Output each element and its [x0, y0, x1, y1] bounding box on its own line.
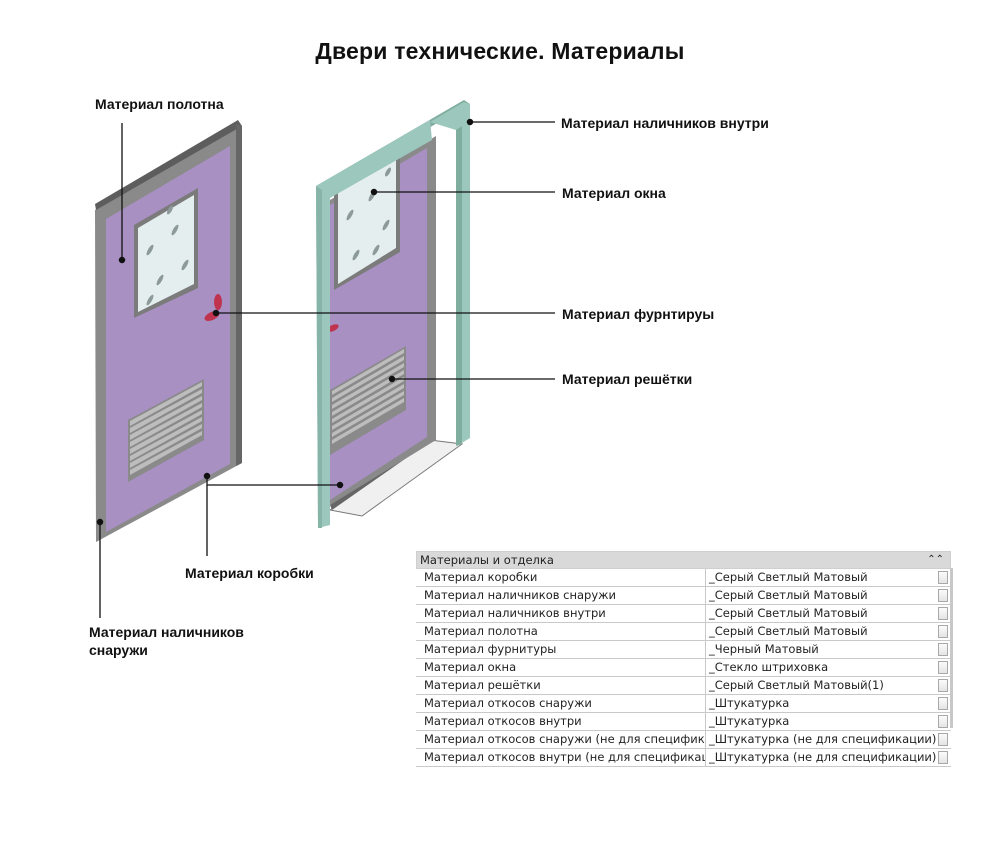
right-window-glass [338, 159, 396, 284]
left-door [95, 120, 242, 542]
collapse-icon[interactable]: ⌃⌃ [927, 554, 944, 565]
right-door-handle [327, 324, 339, 332]
property-name: Материал коробки [416, 569, 706, 586]
property-row[interactable]: Материал откосов внутри_Штукатурка [416, 713, 951, 731]
group-header-materials[interactable]: Материалы и отделка ⌃⌃ [416, 551, 951, 569]
property-value[interactable]: _Серый Светлый Матовый [709, 588, 868, 602]
property-name: Материал полотна [416, 623, 706, 640]
property-row[interactable]: Материал откосов снаружи (не для специфи… [416, 731, 951, 749]
right-door [316, 100, 470, 528]
property-name: Материал откосов снаружи [416, 695, 706, 712]
callout-leaf-material: Материал полотна [95, 96, 224, 112]
browse-material-button[interactable] [938, 661, 948, 674]
browse-material-button[interactable] [938, 751, 948, 764]
property-value[interactable]: _Серый Светлый Матовый(1) [709, 678, 884, 692]
left-trim-top-edge [95, 120, 242, 210]
browse-material-button[interactable] [938, 607, 948, 620]
property-value[interactable]: _Серый Светлый Матовый [709, 606, 868, 620]
property-row[interactable]: Материал окна_Стекло штриховка [416, 659, 951, 677]
callout-grille-material: Материал решётки [562, 371, 693, 387]
property-value[interactable]: _Штукатурка (не для спецификации) [709, 732, 937, 746]
leader-lines [96, 118, 555, 618]
left-window-glass [138, 195, 194, 312]
callout-trim-inside-material: Материал наличников внутри [561, 115, 769, 131]
left-grille [128, 379, 204, 482]
browse-material-button[interactable] [938, 643, 948, 656]
right-inside-trim [316, 100, 470, 528]
scrollbar[interactable] [950, 568, 953, 728]
browse-material-button[interactable] [938, 679, 948, 692]
browse-material-button[interactable] [938, 625, 948, 638]
callout-trim-outside-line1: Материал наличников [89, 624, 244, 640]
left-glass-hatch [146, 205, 189, 306]
property-row[interactable]: Материал откосов внутри (не для специфик… [416, 749, 951, 767]
property-row[interactable]: Материал фурнитуры_Черный Матовый [416, 641, 951, 659]
page-title: Двери технические. Материалы [315, 38, 685, 64]
property-name: Материал фурнитуры [416, 641, 706, 658]
property-value[interactable]: _Штукатурка [709, 696, 790, 710]
browse-material-button[interactable] [938, 589, 948, 602]
callout-trim-outside-line2: снаружи [89, 642, 148, 658]
property-value[interactable]: _Серый Светлый Матовый [709, 624, 868, 638]
property-name: Материал откосов снаружи (не для специфи… [416, 731, 706, 748]
property-name: Материал откосов внутри [416, 713, 706, 730]
property-name: Материал откосов внутри (не для специфик… [416, 749, 706, 766]
property-row[interactable]: Материал наличников снаружи_Серый Светлы… [416, 587, 951, 605]
property-value[interactable]: _Серый Светлый Матовый [709, 570, 868, 584]
callout-trim-outside-material: Материал наличников снаружи [89, 623, 244, 659]
right-glass-hatch [346, 167, 392, 261]
property-row[interactable]: Материал наличников внутри_Серый Светлый… [416, 605, 951, 623]
property-row[interactable]: Материал решётки_Серый Светлый Матовый(1… [416, 677, 951, 695]
callout-hardware-material: Материал фурнтируы [562, 306, 715, 322]
property-value[interactable]: _Стекло штриховка [709, 660, 829, 674]
property-name: Материал наличников внутри [416, 605, 706, 622]
property-name: Материал окна [416, 659, 706, 676]
browse-material-button[interactable] [938, 697, 948, 710]
property-value[interactable]: _Черный Матовый [709, 642, 819, 656]
left-trim-right-edge [236, 124, 242, 466]
property-value[interactable]: _Штукатурка (не для спецификации) [709, 750, 937, 764]
browse-material-button[interactable] [938, 571, 948, 584]
browse-material-button[interactable] [938, 715, 948, 728]
property-name: Материал наличников снаружи [416, 587, 706, 604]
property-row[interactable]: Материал откосов снаружи_Штукатурка [416, 695, 951, 713]
property-value[interactable]: _Штукатурка [709, 714, 790, 728]
group-header-label: Материалы и отделка [420, 553, 554, 567]
callout-frame-material: Материал коробки [185, 565, 314, 581]
properties-panel: Материалы и отделка ⌃⌃ Материал коробки_… [416, 551, 953, 767]
property-name: Материал решётки [416, 677, 706, 694]
browse-material-button[interactable] [938, 733, 948, 746]
right-grille [330, 346, 406, 455]
property-row[interactable]: Материал полотна_Серый Светлый Матовый [416, 623, 951, 641]
callout-window-material: Материал окна [562, 185, 666, 201]
property-row[interactable]: Материал коробки_Серый Светлый Матовый [416, 569, 951, 587]
